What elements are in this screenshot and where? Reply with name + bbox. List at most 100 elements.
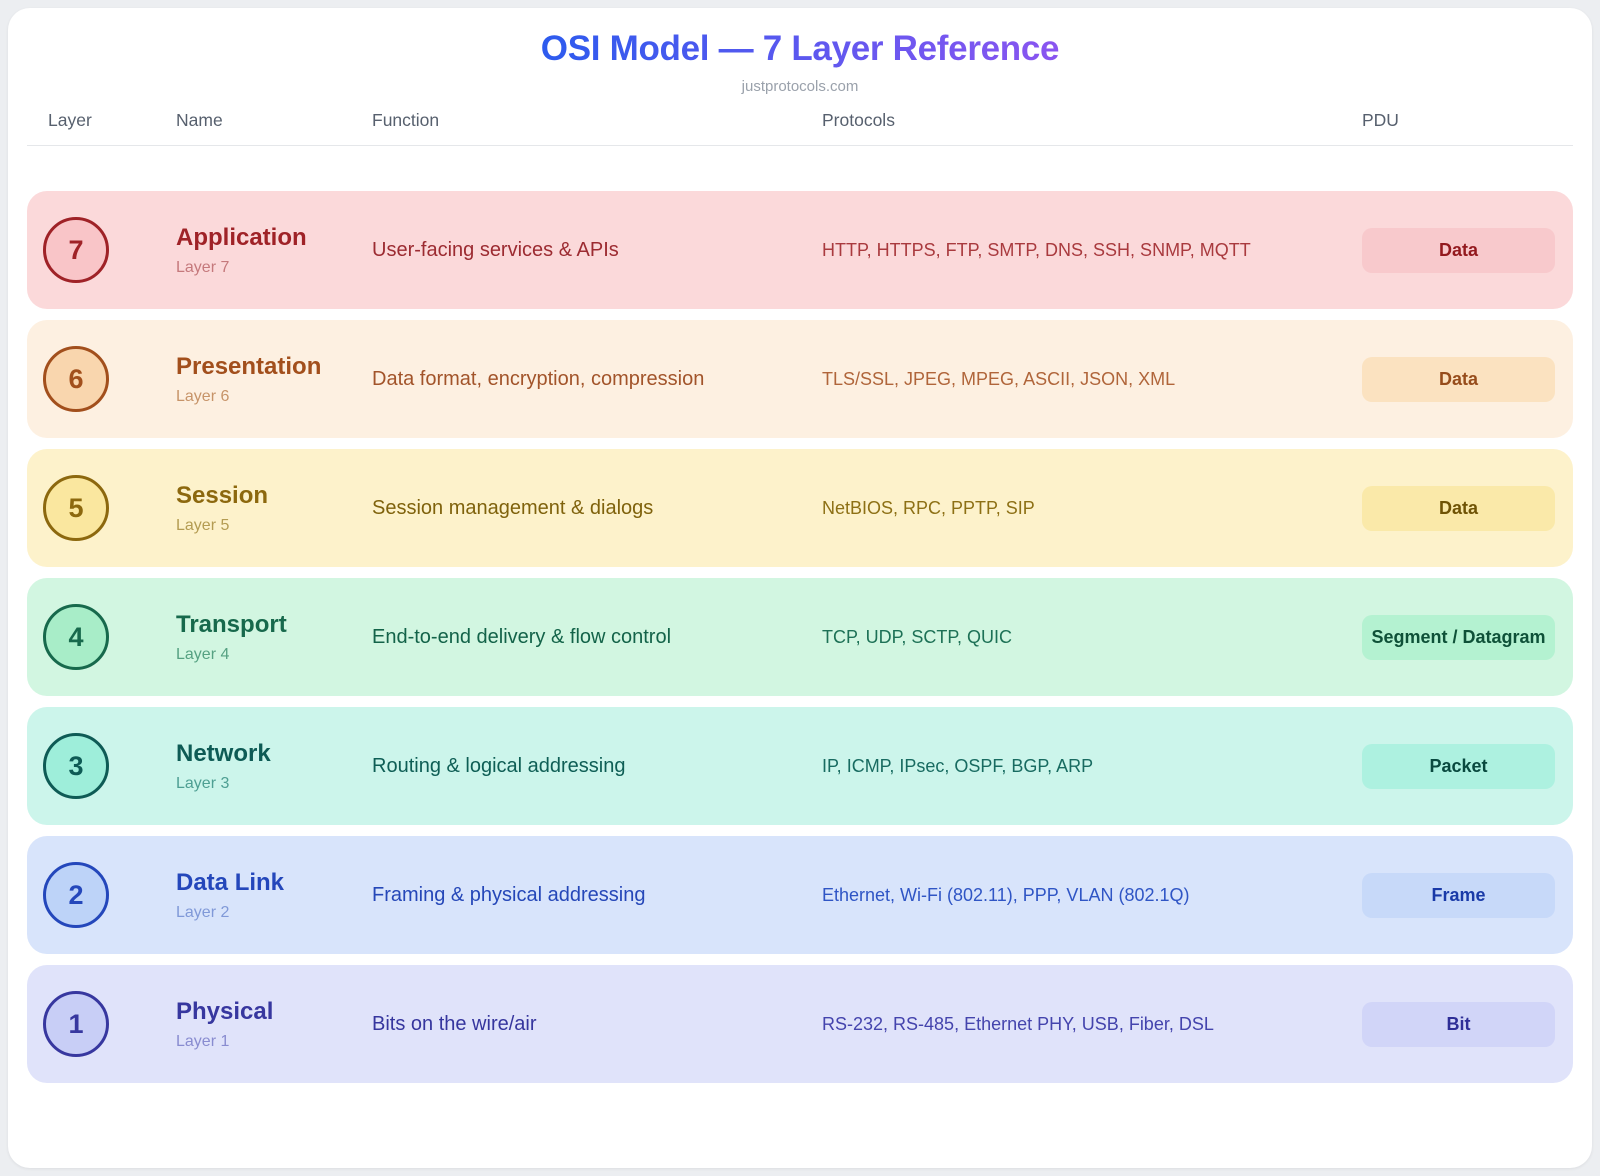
page-title: OSI Model — 7 Layer Reference [540, 29, 1060, 68]
pdu-badge-label: Bit [1446, 1013, 1471, 1034]
layer-row-data-link: 2 Data Link Layer 2 Framing & physical a… [27, 836, 1573, 954]
layer-sublabel: Layer 3 [176, 774, 230, 792]
layer-function: End-to-end delivery & flow control [372, 625, 672, 648]
layer-number-cell: 7 [43, 217, 176, 283]
pdu-badge-label: Frame [1431, 884, 1486, 905]
layer-protocols-cell: HTTP, HTTPS, FTP, SMTP, DNS, SSH, SNMP, … [822, 240, 1362, 261]
layer-row-transport: 4 Transport Layer 4 End-to-end delivery … [27, 578, 1573, 696]
layer-protocols: IP, ICMP, IPsec, OSPF, BGP, ARP [822, 755, 1094, 776]
pdu-badge: Segment / Datagram [1362, 614, 1555, 660]
layer-sublabel: Layer 4 [176, 645, 230, 663]
layer-protocols-cell: Ethernet, Wi-Fi (802.11), PPP, VLAN (802… [822, 885, 1362, 906]
pdu-badge-label: Packet [1429, 755, 1488, 776]
layer-protocols-cell: TCP, UDP, SCTP, QUIC [822, 627, 1362, 648]
layer-function-cell: Bits on the wire/air [372, 1013, 822, 1036]
layer-function: Framing & physical addressing [372, 883, 646, 906]
layer-pdu-cell: Data [1362, 356, 1555, 402]
pdu-badge: Packet [1362, 743, 1555, 789]
column-header-name: Name [176, 110, 223, 130]
layer-name: Transport [176, 610, 287, 638]
layer-rows: 7 Application Layer 7 User-facing servic… [27, 191, 1573, 1083]
layer-row-application: 7 Application Layer 7 User-facing servic… [27, 191, 1573, 309]
layer-sublabel: Layer 6 [176, 387, 230, 405]
pdu-badge: Frame [1362, 872, 1555, 918]
layer-function-cell: Routing & logical addressing [372, 755, 822, 778]
pdu-badge: Data [1362, 485, 1555, 531]
layer-name: Presentation [176, 352, 322, 380]
layer-protocols-cell: RS-232, RS-485, Ethernet PHY, USB, Fiber… [822, 1014, 1362, 1035]
layer-row-physical: 1 Physical Layer 1 Bits on the wire/air … [27, 965, 1573, 1083]
layer-pdu-cell: Data [1362, 485, 1555, 531]
layer-number-cell: 6 [43, 346, 176, 412]
layer-sublabel: Layer 1 [176, 1032, 230, 1050]
pdu-badge-label: Data [1438, 497, 1478, 518]
layer-function: Bits on the wire/air [372, 1012, 537, 1035]
layer-protocols: TLS/SSL, JPEG, MPEG, ASCII, JSON, XML [822, 368, 1176, 389]
layer-name-cell: Network Layer 3 [176, 740, 372, 793]
layer-name-cell: Data Link Layer 2 [176, 869, 372, 922]
layer-sublabel: Layer 2 [176, 903, 230, 921]
layer-number-cell: 5 [43, 475, 176, 541]
column-header-protocols: Protocols [822, 110, 895, 130]
layer-function: Data format, encryption, compression [372, 367, 705, 390]
title-wrap: OSI Model — 7 Layer Reference [8, 29, 1592, 69]
layer-row-network: 3 Network Layer 3 Routing & logical addr… [27, 707, 1573, 825]
layer-sublabel: Layer 5 [176, 516, 230, 534]
pdu-badge: Bit [1362, 1001, 1555, 1047]
pdu-badge-label: Segment / Datagram [1371, 626, 1546, 647]
layer-number-circle: 6 [43, 346, 109, 412]
layer-protocols-cell: NetBIOS, RPC, PPTP, SIP [822, 498, 1362, 519]
layer-protocols: RS-232, RS-485, Ethernet PHY, USB, Fiber… [822, 1013, 1214, 1034]
layer-name: Session [176, 481, 269, 509]
layer-row-presentation: 6 Presentation Layer 6 Data format, encr… [27, 320, 1573, 438]
layer-number-circle: 4 [43, 604, 109, 670]
pdu-badge: Data [1362, 227, 1555, 273]
layer-name-cell: Application Layer 7 [176, 224, 372, 277]
layer-function-cell: Framing & physical addressing [372, 884, 822, 907]
layer-function: User-facing services & APIs [372, 238, 619, 261]
layer-protocols-cell: TLS/SSL, JPEG, MPEG, ASCII, JSON, XML [822, 369, 1362, 390]
layer-protocols: HTTP, HTTPS, FTP, SMTP, DNS, SSH, SNMP, … [822, 239, 1251, 260]
layer-pdu-cell: Frame [1362, 872, 1555, 918]
layer-pdu-cell: Packet [1362, 743, 1555, 789]
layer-function-cell: End-to-end delivery & flow control [372, 626, 822, 649]
reference-card: OSI Model — 7 Layer Reference justprotoc… [8, 8, 1592, 1168]
layer-name-cell: Presentation Layer 6 [176, 353, 372, 406]
layer-name: Physical [176, 997, 274, 1025]
layer-protocols: Ethernet, Wi-Fi (802.11), PPP, VLAN (802… [822, 884, 1190, 905]
layer-number-circle: 5 [43, 475, 109, 541]
layer-number-circle: 2 [43, 862, 109, 928]
column-header-layer: Layer [48, 110, 92, 130]
layer-row-session: 5 Session Layer 5 Session management & d… [27, 449, 1573, 567]
column-header-function: Function [372, 110, 440, 130]
layer-number-circle: 1 [43, 991, 109, 1057]
layer-number-cell: 1 [43, 991, 176, 1057]
layer-number-cell: 2 [43, 862, 176, 928]
layer-name-cell: Transport Layer 4 [176, 611, 372, 664]
layer-pdu-cell: Bit [1362, 1001, 1555, 1047]
layer-number-cell: 3 [43, 733, 176, 799]
layer-protocols-cell: IP, ICMP, IPsec, OSPF, BGP, ARP [822, 756, 1362, 777]
layer-name-cell: Session Layer 5 [176, 482, 372, 535]
layer-protocols: TCP, UDP, SCTP, QUIC [822, 626, 1013, 647]
layer-number-cell: 4 [43, 604, 176, 670]
pdu-badge: Data [1362, 356, 1555, 402]
layer-sublabel: Layer 7 [176, 258, 230, 276]
page-subtitle: justprotocols.com [741, 78, 859, 95]
column-header-pdu: PDU [1362, 110, 1399, 130]
layer-pdu-cell: Data [1362, 227, 1555, 273]
layer-name-cell: Physical Layer 1 [176, 998, 372, 1051]
pdu-badge-label: Data [1438, 239, 1478, 260]
pdu-badge-label: Data [1438, 368, 1478, 389]
layer-function-cell: Session management & dialogs [372, 497, 822, 520]
layer-number-circle: 3 [43, 733, 109, 799]
table-header-row: Layer Name Function Protocols PDU [27, 110, 1573, 146]
layer-name: Application [176, 223, 307, 251]
layer-name: Network [176, 739, 271, 767]
layer-protocols: NetBIOS, RPC, PPTP, SIP [822, 497, 1035, 518]
layer-number-circle: 7 [43, 217, 109, 283]
layer-pdu-cell: Segment / Datagram [1362, 614, 1555, 660]
layer-name: Data Link [176, 868, 285, 896]
layer-function: Routing & logical addressing [372, 754, 626, 777]
layer-function-cell: User-facing services & APIs [372, 239, 822, 262]
